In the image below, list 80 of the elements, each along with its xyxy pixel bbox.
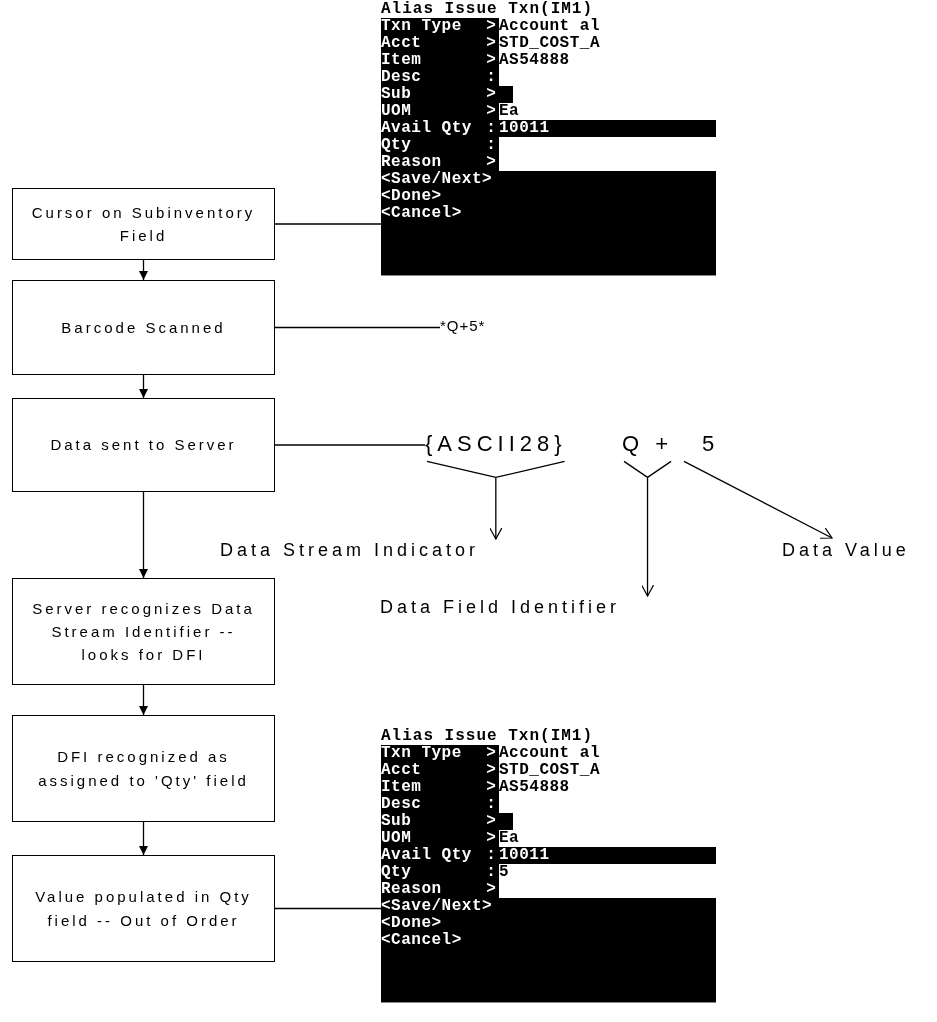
field-separator: : (485, 796, 497, 813)
field-label: Avail Qty (381, 847, 473, 864)
field-label: Txn Type (381, 18, 463, 35)
field-separator: > (485, 35, 497, 52)
field-separator: : (485, 69, 497, 86)
field-separator: > (485, 745, 497, 762)
arrow (623, 460, 672, 597)
input-field: Ea (499, 103, 716, 120)
field-label: Qty (381, 137, 413, 154)
field-label: Txn Type (381, 745, 463, 762)
process-box: Cursor on Subinventory Field (12, 188, 275, 260)
menu-option: <Cancel> (381, 205, 716, 222)
barcode-text: *Q+5* (440, 317, 486, 335)
input-field: 5 (499, 864, 716, 881)
menu-option: <Cancel> (381, 932, 716, 949)
connector-line (274, 326, 441, 329)
field-label: Acct (381, 762, 423, 779)
field-label: Reason (381, 881, 443, 898)
field-separator: : (485, 137, 497, 154)
field-separator: : (485, 864, 497, 881)
field-separator: : (485, 120, 497, 137)
input-field: STD_COST_A (499, 35, 716, 52)
field-separator: > (485, 779, 497, 796)
process-box: Data sent to Server (12, 398, 275, 492)
handheld-screen (381, 727, 716, 1003)
field-label: Avail Qty (381, 120, 473, 137)
field-label: Item (381, 52, 423, 69)
menu-option: <Save/Next> (381, 171, 716, 188)
field-label: Sub (381, 813, 413, 830)
process-box: Value populated in Qty field -- Out of Order (12, 855, 275, 962)
field-separator: > (485, 18, 497, 35)
data-string-part: Q + (622, 431, 674, 458)
process-box: Barcode Scanned (12, 280, 275, 375)
arrow (139, 684, 148, 716)
arrow (139, 374, 148, 399)
field-separator: : (485, 847, 497, 864)
handheld-screen (381, 0, 716, 276)
process-box: Server recognizes Data Stream Identifier -- looks for DFI (12, 578, 275, 685)
data-string-part: {ASCII28} (425, 431, 567, 458)
field-label: Reason (381, 154, 443, 171)
connector-line (274, 907, 382, 910)
field-label: UOM (381, 830, 413, 847)
field-label: UOM (381, 103, 413, 120)
annotation-label: Data Value (782, 540, 910, 562)
field-separator: > (485, 881, 497, 898)
arrow (139, 821, 148, 856)
annotation-label: Data Field Identifier (380, 597, 621, 619)
menu-option: <Done> (381, 915, 716, 932)
field-separator: > (485, 813, 497, 830)
arrow (426, 460, 566, 540)
field-label: Sub (381, 86, 413, 103)
arrow (683, 460, 833, 539)
field-label: Desc (381, 796, 423, 813)
field-label: Qty (381, 864, 413, 881)
input-field: Ea (499, 830, 716, 847)
field-separator: > (485, 762, 497, 779)
arrow (139, 259, 148, 281)
field-label: Acct (381, 35, 423, 52)
process-box: DFI recognized as assigned to 'Qty' field (12, 715, 275, 822)
input-field: STD_COST_A (499, 762, 716, 779)
connector-line (274, 223, 382, 225)
field-separator: > (485, 103, 497, 120)
screen-title: Alias Issue Txn(IM1) (381, 0, 595, 18)
arrow (139, 491, 148, 579)
field-separator: > (485, 154, 497, 171)
input-field: Account al (499, 18, 716, 35)
connector-line (274, 444, 426, 446)
field-label: Desc (381, 69, 423, 86)
input-field: AS54888 (499, 779, 716, 796)
annotation-label: Data Stream Indicator (220, 540, 480, 562)
menu-option: <Done> (381, 188, 716, 205)
screen-title: Alias Issue Txn(IM1) (381, 727, 595, 745)
menu-option: <Save/Next> (381, 898, 716, 915)
data-string-part: 5 (702, 431, 720, 458)
input-field: Account al (499, 745, 716, 762)
field-separator: > (485, 830, 497, 847)
input-field: AS54888 (499, 52, 716, 69)
field-separator: > (485, 52, 497, 69)
field-label: Item (381, 779, 423, 796)
field-separator: > (485, 86, 497, 103)
